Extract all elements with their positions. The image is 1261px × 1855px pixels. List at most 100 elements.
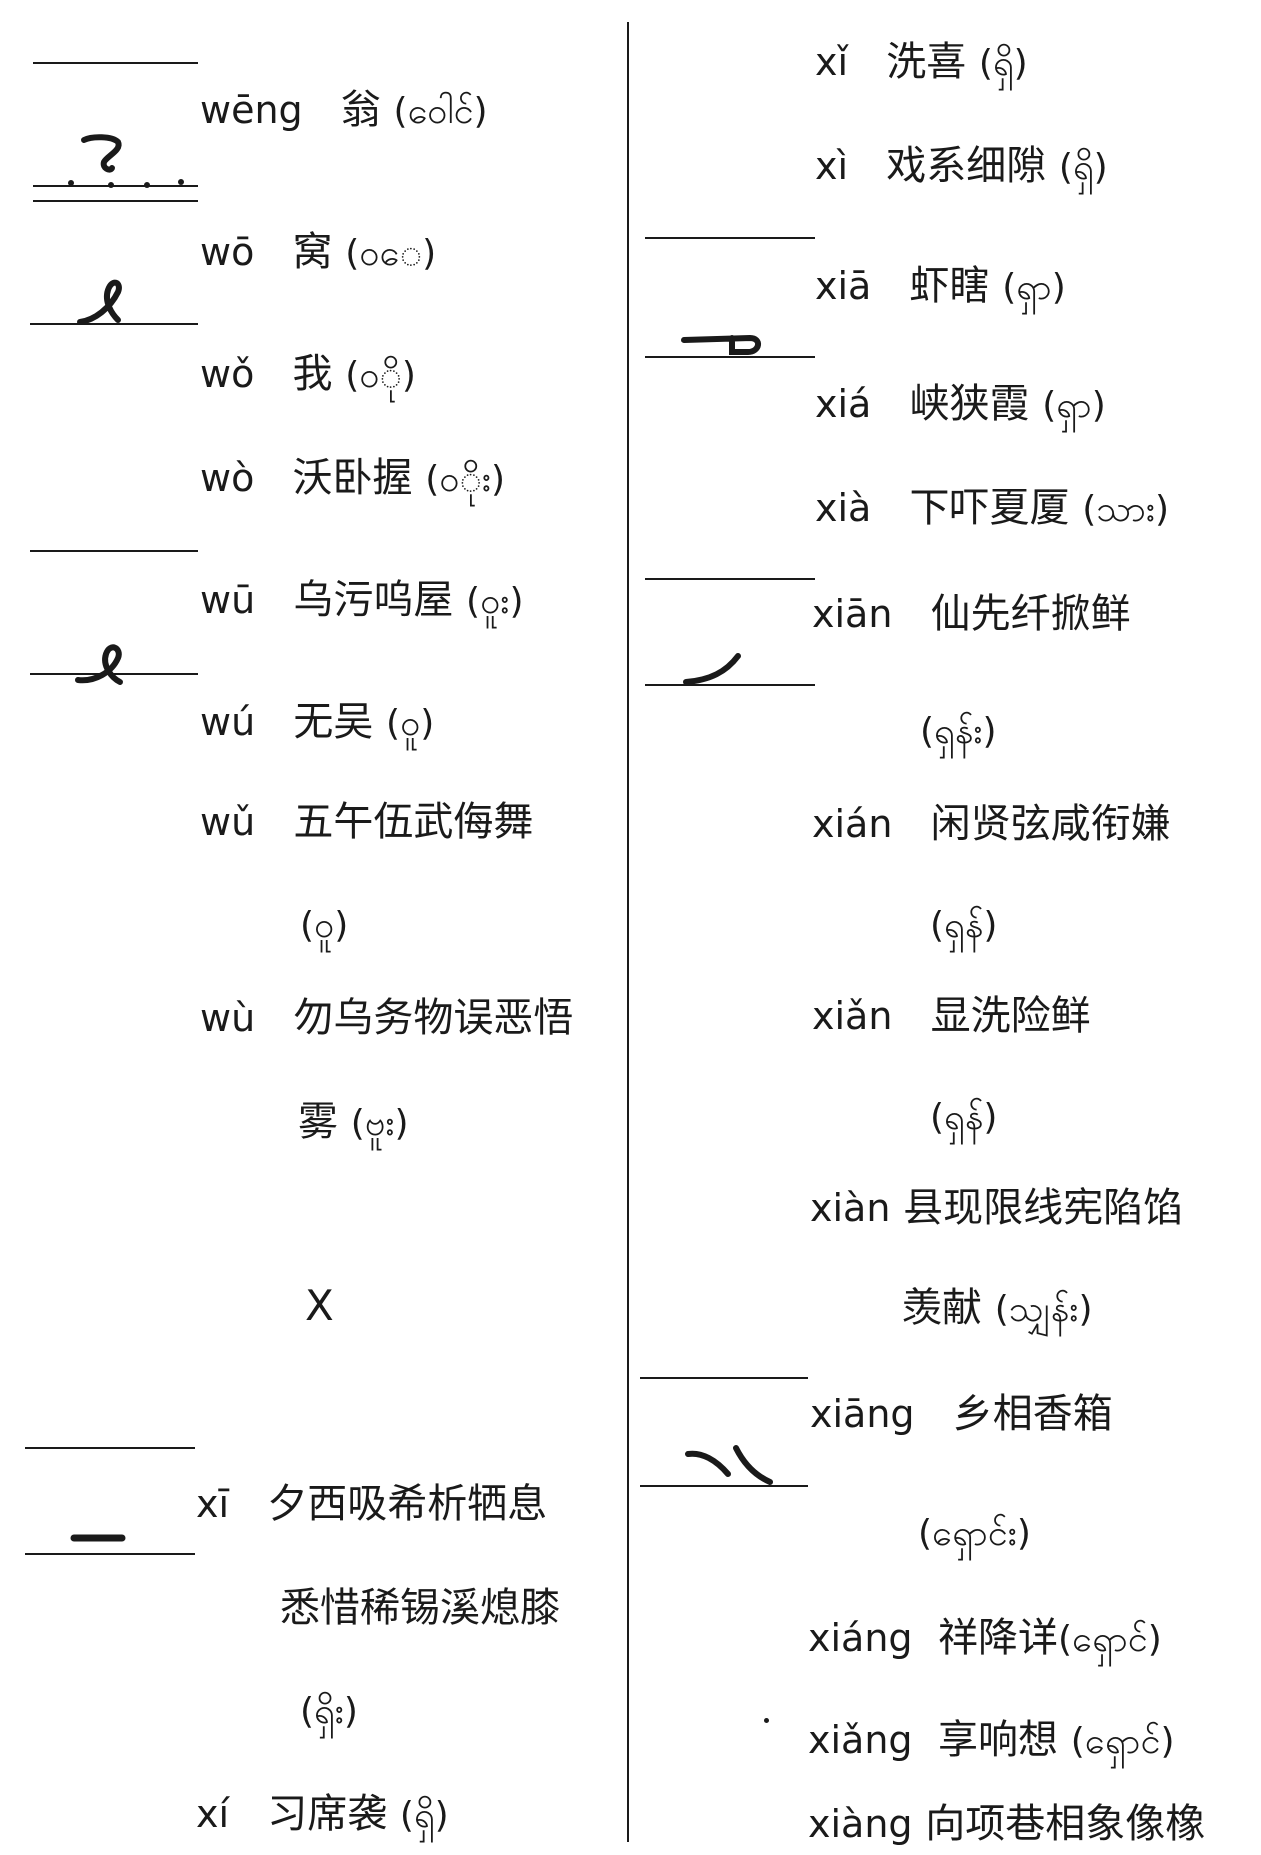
hanzi: 下吓夏厦 <box>909 485 1070 531</box>
hanzi: 戏系细隙 <box>886 143 1047 189</box>
section-letter: X <box>305 1281 334 1330</box>
pinyin: xiá <box>815 382 872 426</box>
column-divider <box>627 22 629 1842</box>
entry-xian2: xián 闲贤弦咸衔嫌 <box>812 800 1171 848</box>
hanzi: 虾瞎 <box>909 263 990 309</box>
pinyin: wō <box>200 230 255 274</box>
entry-wu3: wǔ 五午伍武侮舞 <box>200 798 533 846</box>
burmese-reading: (ဗူး) <box>350 1103 409 1144</box>
burmese-reading: (သား) <box>1082 489 1170 530</box>
hanzi: 沃卧握 <box>292 455 413 501</box>
pinyin: wù <box>200 996 256 1040</box>
entry-xi3: xǐ 洗喜 (ရှိ) <box>815 38 1028 88</box>
section-rule <box>645 356 815 358</box>
entry-xi1: xī 夕西吸希析牺息 <box>196 1480 547 1528</box>
entry-xian2-reading: (ရှန်) <box>930 900 997 950</box>
section-rule <box>640 1377 808 1379</box>
pinyin: xiàn <box>810 1186 891 1230</box>
dot-mark <box>68 180 74 186</box>
hanzi: 显洗险鲜 <box>930 993 1091 1039</box>
stroke-glyph-icon <box>685 1445 773 1485</box>
hanzi: 翁 <box>340 87 381 133</box>
hanzi: 祥降详 <box>937 1615 1058 1661</box>
entry-xian4: xiàn 县现限线宪陷馅 <box>810 1184 1183 1232</box>
entry-wo3: wǒ 我 (ဝ​ို) <box>200 350 416 400</box>
entry-xi1-reading: (ရှိး) <box>300 1686 358 1736</box>
burmese-reading: (ရှောင်) <box>1070 1721 1175 1762</box>
hanzi: 雾 <box>298 1099 338 1145</box>
pinyin: xiāng <box>810 1392 915 1436</box>
burmese-reading: (ရှာ) <box>1002 267 1066 308</box>
hanzi: 夕西吸希析牺息 <box>267 1481 548 1527</box>
burmese-reading: (ရှန်) <box>930 1097 998 1138</box>
burmese-reading: (ဝ​ိုး) <box>425 459 506 500</box>
entry-wu4-continued: 雾 (ဗူး) <box>298 1098 409 1148</box>
entry-wu4: wù 勿乌务物误恶悟 <box>200 994 573 1042</box>
entry-wo4: wò 沃卧握 (ဝ​ိုး) <box>200 454 505 504</box>
pinyin: xī <box>196 1482 230 1526</box>
hanzi: 窝 <box>292 229 333 275</box>
entry-xia4: xià 下吓夏厦 (သား) <box>815 484 1169 534</box>
pinyin: xià <box>815 486 872 530</box>
entry-wu1: wū 乌污呜屋 (ဝူး) <box>200 576 524 626</box>
entry-xiang2: xiáng 祥降详(ရှောင်) <box>808 1614 1162 1664</box>
burmese-reading: (ဝ​ို) <box>345 355 416 396</box>
burmese-reading: (ရှောင်) <box>1057 1619 1162 1660</box>
dot-mark <box>764 1718 769 1723</box>
section-rule <box>33 185 198 187</box>
pinyin: xiáng <box>808 1616 913 1660</box>
entry-xiang1: xiāng 乡相香箱 <box>810 1390 1113 1438</box>
hanzi: 五午伍武侮舞 <box>293 799 534 845</box>
hanzi: 洗喜 <box>886 39 967 85</box>
entry-xi2: xí 习席袭 (ရှိ) <box>196 1790 449 1840</box>
stroke-glyph-icon <box>81 134 122 173</box>
burmese-reading: (ဝူး) <box>466 581 524 622</box>
pinyin: xiān <box>812 592 893 636</box>
hanzi: 闲贤弦咸衔嫌 <box>930 801 1171 847</box>
section-rule <box>25 1447 195 1449</box>
hanzi: 羡献 <box>902 1285 982 1331</box>
pinyin: xián <box>812 802 893 846</box>
burmese-reading: (ရှိ) <box>399 1795 449 1836</box>
entry-weng: wēng 翁 (ဝေါင်) <box>200 86 488 136</box>
hanzi: 向项巷相象像橡 <box>925 1801 1206 1847</box>
section-rule <box>25 1553 195 1555</box>
entry-xiang1-reading: (ရှောင်း) <box>918 1508 1031 1558</box>
section-rule <box>33 62 198 64</box>
hanzi: 享响想 <box>937 1717 1058 1763</box>
burmese-reading: (ဝ​ေ) <box>345 233 437 274</box>
section-rule <box>640 1485 808 1487</box>
section-rule <box>645 578 815 580</box>
hanzi: 县现限线宪陷馅 <box>903 1185 1184 1231</box>
pinyin: wēng <box>200 88 303 132</box>
pinyin: wǒ <box>200 352 255 396</box>
stroke-glyph-icon <box>681 334 761 355</box>
section-rule <box>645 237 815 239</box>
entry-xi1-continued: 悉惜稀锡溪熄膝 <box>280 1584 560 1632</box>
hanzi: 峡狭霞 <box>909 381 1030 427</box>
pinyin: wǔ <box>200 800 256 844</box>
burmese-reading: (ရှိး) <box>300 1691 358 1732</box>
hanzi: 仙先纤掀鲜 <box>930 591 1131 637</box>
section-rule <box>33 200 198 202</box>
hanzi: 习席袭 <box>267 1791 388 1837</box>
entry-xian4-continued: 羡献 (သျှန်း) <box>902 1284 1093 1334</box>
entry-wu3-reading: (ဝူ) <box>300 900 348 950</box>
entry-xian3-reading: (ရှန်) <box>930 1092 997 1142</box>
burmese-reading: (ရှန်း) <box>920 711 997 752</box>
stroke-glyph-icon <box>70 1534 126 1542</box>
pinyin: xí <box>196 1792 230 1836</box>
dot-mark <box>178 179 184 185</box>
stroke-glyph-icon <box>75 644 123 685</box>
dot-mark <box>108 182 114 188</box>
burmese-reading: (ရှာ) <box>1042 385 1106 426</box>
entry-xian1-reading: (ရှန်း) <box>920 706 997 756</box>
entry-xia1: xiā 虾瞎 (ရှာ) <box>815 262 1066 312</box>
dot-mark <box>144 182 150 188</box>
hanzi: 乌污呜屋 <box>293 577 454 623</box>
pinyin: xǐ <box>815 40 849 84</box>
entry-xia2: xiá 峡狭霞 (ရှာ) <box>815 380 1106 430</box>
section-rule <box>30 673 198 675</box>
burmese-reading: (ဝူ) <box>386 703 435 744</box>
